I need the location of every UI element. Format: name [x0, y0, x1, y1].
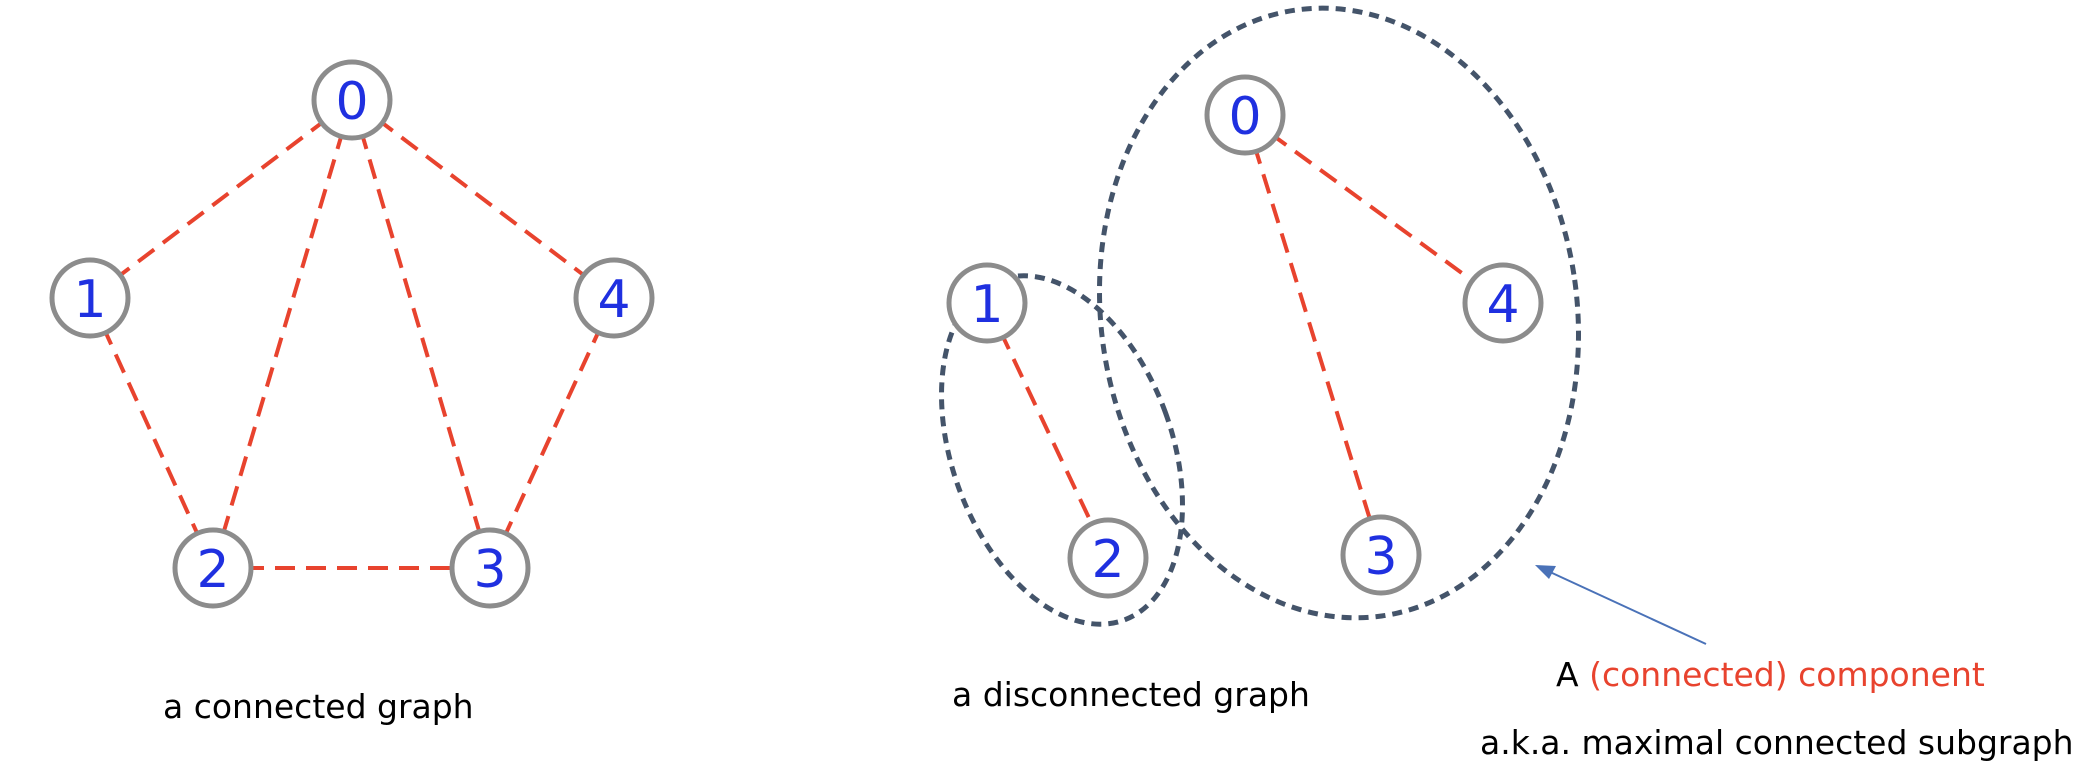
component-annotation-label: A (connected) component [1556, 655, 1985, 694]
component-annotation: A (connected) component a.k.a. maximal c… [1480, 565, 2074, 762]
node-0: 0 [311, 59, 393, 141]
node-circle [1462, 262, 1544, 344]
edge-0-1 [88, 98, 354, 300]
annotation-arrow-head [1535, 565, 1556, 579]
node-circle [573, 257, 655, 339]
node-label: 4 [1486, 275, 1519, 335]
node-label: 1 [73, 270, 106, 330]
edge-0-3 [1243, 114, 1383, 556]
disconnected-graph-caption: a disconnected graph [952, 675, 1310, 714]
component-outline-1-2 [939, 273, 1185, 627]
disconnected-graph-nodes: 0 1 2 3 4 [946, 74, 1544, 599]
component-outline-0-3-4 [1096, 5, 1582, 621]
node-circle [1067, 517, 1149, 599]
node-4: 4 [573, 257, 655, 339]
node-label: 2 [1091, 530, 1124, 590]
node-label: 0 [335, 72, 368, 132]
node-circle [946, 262, 1028, 344]
node-4: 4 [1462, 262, 1544, 344]
component-annotation-subtitle: a.k.a. maximal connected subgraph [1480, 723, 2074, 762]
edge-0-4 [1243, 113, 1505, 305]
node-label: 2 [196, 540, 229, 600]
node-2: 2 [172, 527, 254, 609]
connected-graph-edges [88, 98, 616, 570]
node-label: 3 [1364, 527, 1397, 587]
connected-graph-caption: a connected graph [163, 687, 474, 726]
edge-0-4 [350, 98, 616, 300]
node-1: 1 [946, 262, 1028, 344]
node-0: 0 [1204, 74, 1286, 156]
annotation-arrow-line [1549, 571, 1707, 645]
node-circle [49, 257, 131, 339]
edge-3-4 [488, 297, 616, 569]
disconnected-graph-edges [985, 113, 1505, 559]
node-circle [449, 527, 531, 609]
edge-0-2 [211, 99, 354, 569]
node-circle [172, 527, 254, 609]
node-2: 2 [1067, 517, 1149, 599]
edge-0-3 [350, 99, 492, 569]
annotation-highlight: (connected) component [1589, 655, 1985, 694]
node-label: 3 [473, 540, 506, 600]
node-3: 3 [1340, 514, 1422, 596]
edge-1-2 [88, 297, 215, 569]
node-circle [1204, 74, 1286, 156]
node-1: 1 [49, 257, 131, 339]
disconnected-graph: 0 1 2 3 4 a disconnected graph [939, 5, 1582, 714]
edge-1-2 [985, 302, 1110, 559]
node-label: 4 [597, 270, 630, 330]
node-circle [311, 59, 393, 141]
node-label: 0 [1228, 87, 1261, 147]
node-circle [1340, 514, 1422, 596]
connected-graph-nodes: 0 1 2 3 4 [49, 59, 655, 609]
node-3: 3 [449, 527, 531, 609]
annotation-prefix: A [1556, 655, 1589, 694]
node-label: 1 [970, 275, 1003, 335]
connected-graph: 0 1 2 3 4 a connected graph [49, 59, 655, 726]
